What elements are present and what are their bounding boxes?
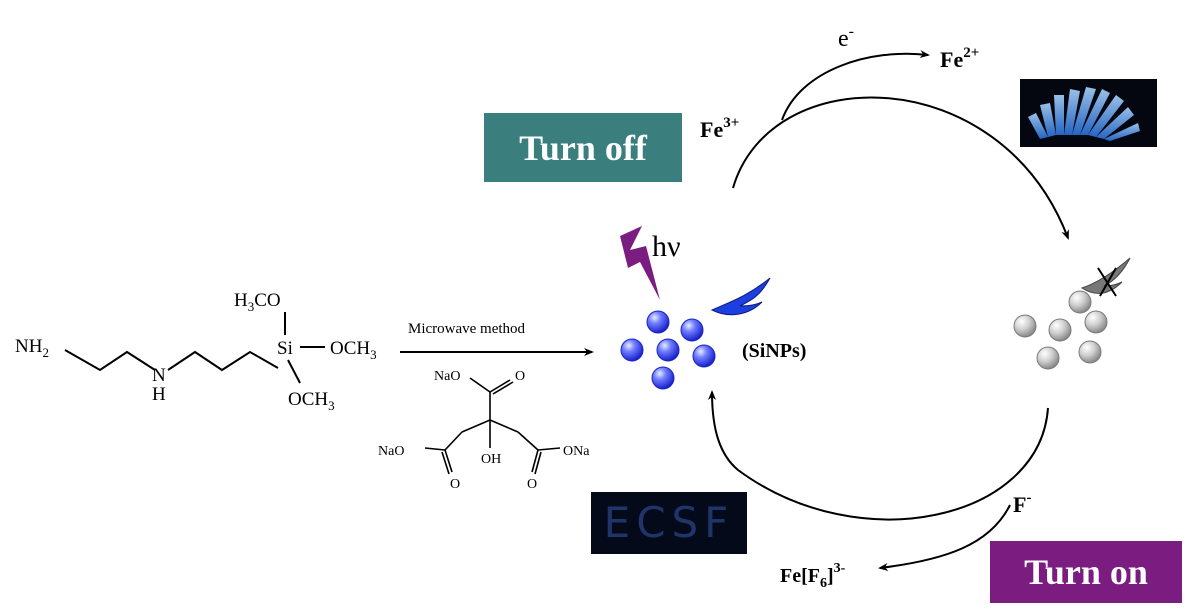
och3-right-label: OCH3 <box>330 338 377 362</box>
excitation-lightning-icon <box>620 226 660 300</box>
fe2-label: Fe2+ <box>940 45 979 72</box>
citrate-o-top: O <box>515 369 525 384</box>
ecsf-text: ECSF <box>603 498 735 547</box>
citrate-oh: OH <box>481 452 501 467</box>
citrate-o-right: O <box>527 477 537 492</box>
fe3-label: Fe3+ <box>700 115 739 142</box>
microwave-label: Microwave method <box>408 321 526 337</box>
fluorescent-strips-photo <box>1020 79 1157 147</box>
fef6-label: Fe[F6]3- <box>780 561 846 591</box>
hv-label: hν <box>652 230 681 263</box>
turn-off-box: Turn off <box>484 113 682 182</box>
turn-on-box: Turn on <box>990 541 1182 603</box>
h-label: H <box>152 384 166 405</box>
aminosilane-structure <box>64 312 325 384</box>
sinps-label: (SiNPs) <box>742 340 806 362</box>
electron-label: e- <box>838 23 854 52</box>
arrow-to-quenched <box>732 96 1069 240</box>
sodium-citrate-structure <box>424 377 561 475</box>
fluoride-label: F- <box>1013 490 1031 517</box>
emission-lightning-icon <box>710 277 771 316</box>
och3-bottom-label: OCH3 <box>288 389 335 413</box>
sinps-fluorescent-cluster <box>620 310 716 390</box>
citrate-nao-top: NaO <box>434 369 460 384</box>
sinps-quenched-cluster <box>1013 290 1108 370</box>
citrate-labels: NaO O NaO O OH O ONa <box>378 369 590 492</box>
si-label: Si <box>277 338 293 359</box>
quenched-emission-icon <box>1080 257 1131 297</box>
h3co-label: H3CO <box>234 290 281 314</box>
nh2-label: NH2 <box>15 336 49 360</box>
cycle-arrows <box>400 50 1069 571</box>
arrow-recovery <box>708 390 1049 521</box>
arrow-electron-transfer <box>781 50 930 121</box>
arrow-to-fef6 <box>878 504 1011 571</box>
ecsf-writing-photo: ECSF <box>591 492 747 554</box>
citrate-o-left: O <box>450 477 460 492</box>
citrate-ona: ONa <box>563 444 590 459</box>
citrate-nao-left: NaO <box>378 444 404 459</box>
n-label: N <box>152 365 166 386</box>
